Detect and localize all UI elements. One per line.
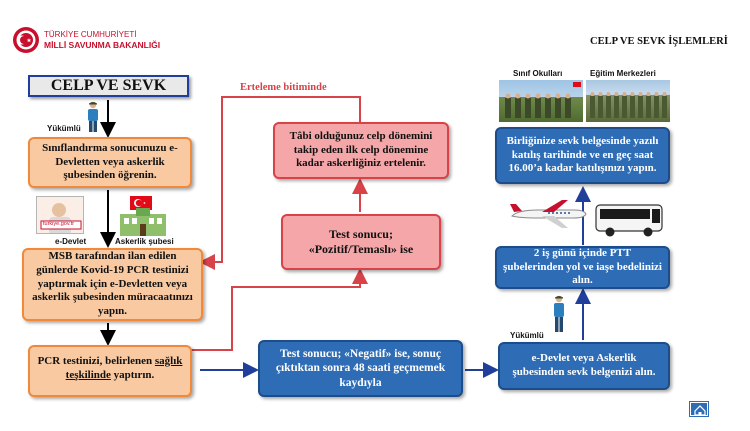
edevlet-label: e-Devlet <box>55 237 87 246</box>
box-pcr-application: MSB tarafından ilan edilen günlerde Kovi… <box>22 248 203 321</box>
page-title: CELP VE SEVK İŞLEMLERİ <box>590 36 728 47</box>
postpone-label: Erteleme bitiminde <box>240 82 327 93</box>
military-office-building-icon <box>118 206 168 236</box>
edevlet-image: turkiye.gov.tr <box>36 196 84 234</box>
bus-icon <box>594 201 666 239</box>
airplane-icon <box>508 196 588 232</box>
msb-emblem-icon <box>13 27 39 53</box>
askerlik-subesi-label: Askerlik şubesi <box>115 237 174 246</box>
turkish-flag-icon <box>130 196 152 210</box>
arrow-box3-to-positive <box>188 268 368 351</box>
msb-logo <box>12 26 40 54</box>
title-banner: CELP VE SEVK <box>28 75 189 97</box>
class-schools-label: Sınıf Okulları <box>513 69 563 78</box>
org-name-line2: MİLLİ SAVUNMA BAKANLIĞI <box>44 40 161 50</box>
pcr-text-pre: PCR testinizi, belirlenen <box>37 355 153 367</box>
box-ptt-payment: 2 iş günü içinde PTT şubelerinden yol ve… <box>495 246 670 289</box>
box-positive-result: Test sonucu; «Pozitif/Temaslı» ise <box>281 214 441 270</box>
box-get-transfer-document: e-Devlet veya Askerlik şubesinden sevk b… <box>498 342 670 390</box>
box-pcr-test: PCR testinizi, belirlenen sağlık teşkili… <box>28 345 192 397</box>
yukumlu-label-right: Yükümlü <box>510 331 544 340</box>
edevlet-logo-text: turkiye.gov.tr <box>43 221 75 227</box>
soldier-person-icon-right <box>552 295 566 333</box>
pcr-text-underlined: sağlık teşkilinde <box>65 355 183 381</box>
yukumlu-label-top: Yükümlü <box>47 124 81 133</box>
pcr-text-post: yaptırın. <box>113 368 155 381</box>
box-negative-result: Test sonucu; «Negatif» ise, sonuç çıktık… <box>258 340 463 397</box>
box-postponement: Tâbi olduğunuz celp dönemini takip eden … <box>273 122 449 179</box>
training-centers-label: Eğitim Merkezleri <box>590 69 656 78</box>
training-centers-photo <box>586 80 670 122</box>
class-schools-photo <box>499 80 583 122</box>
arrow-postpone-to-start <box>199 96 361 270</box>
home-icon[interactable] <box>689 401 709 417</box>
org-name-line1: TÜRKİYE CUMHURİYETİ <box>44 30 137 39</box>
box-classification: Sınıflandırma sonucunuzu e-Devletten vey… <box>28 137 192 188</box>
soldier-person-icon <box>86 101 100 133</box>
box-join-unit: Birliğinize sevk belgesinde yazılı katıl… <box>495 127 670 184</box>
